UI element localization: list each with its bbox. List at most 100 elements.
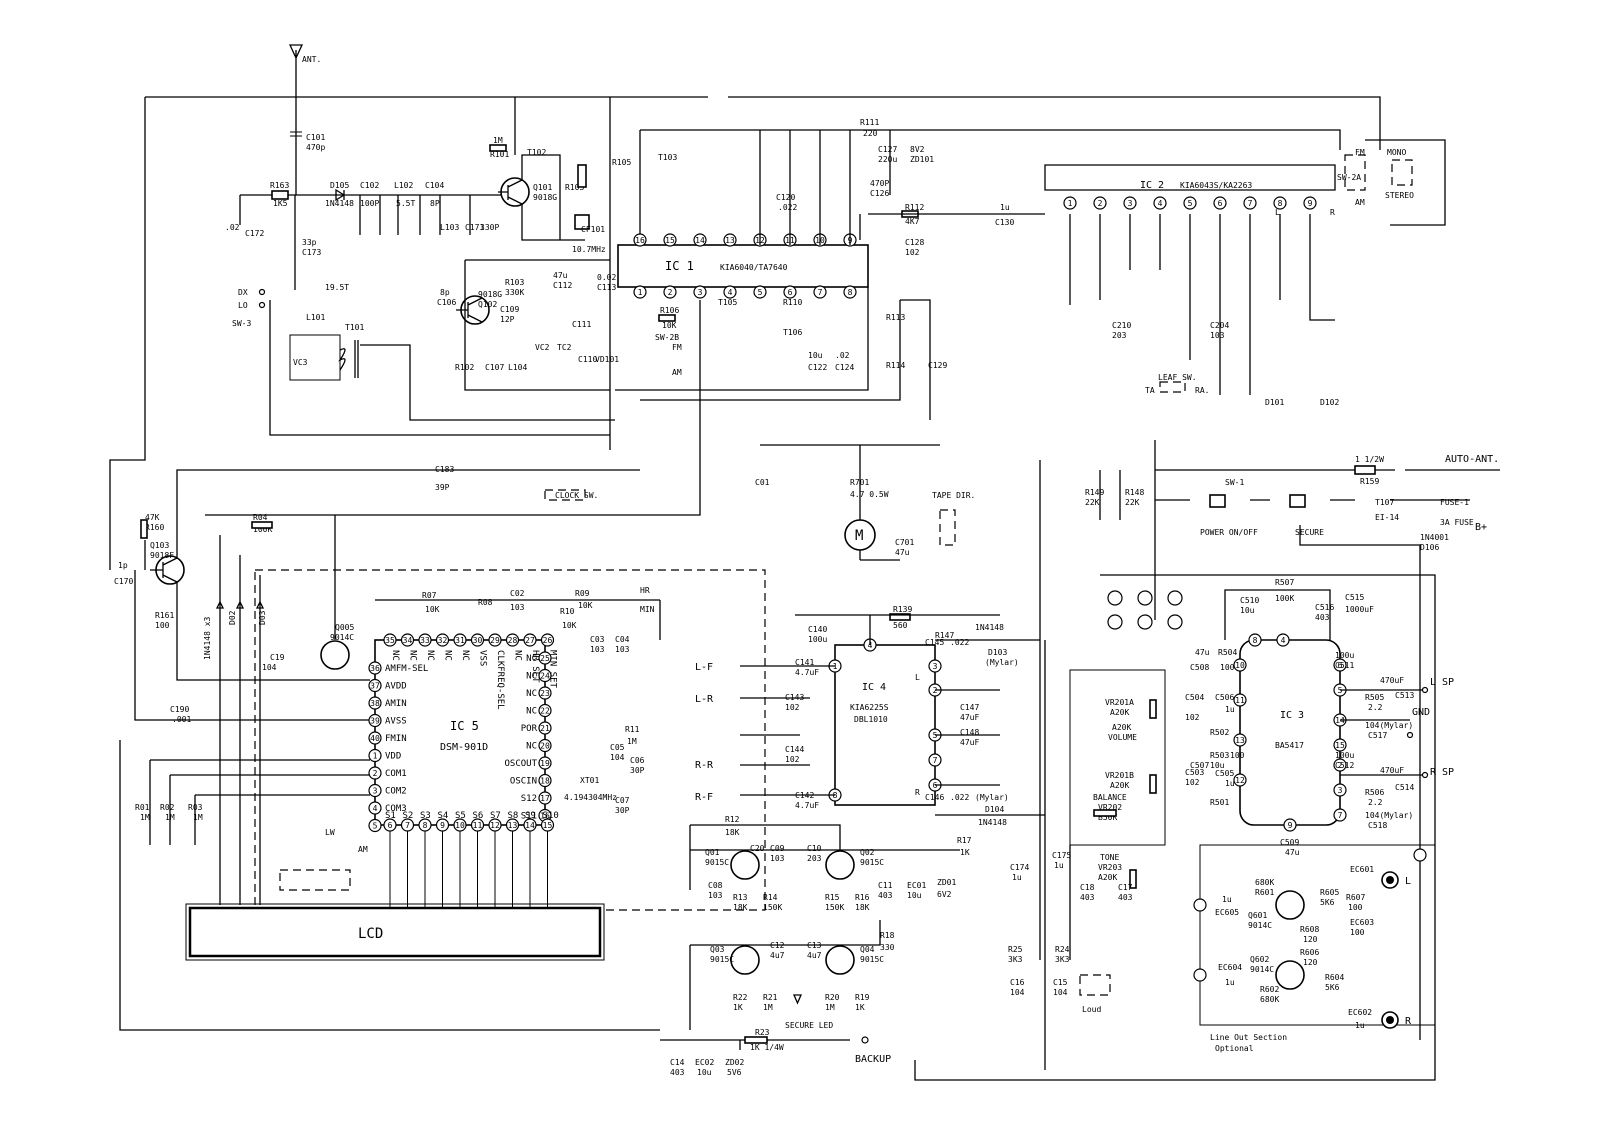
- c512-label: C512: [1335, 761, 1354, 770]
- ec02-value: 10u: [697, 1068, 712, 1077]
- r606-value: 120: [1303, 958, 1318, 967]
- ic5-pin-15: 15: [540, 818, 555, 832]
- c14-value: 403: [670, 1068, 685, 1077]
- c12-value: 4u7: [770, 951, 785, 960]
- ic1-pin-14: 14: [693, 233, 707, 247]
- motor-label: M: [855, 528, 863, 544]
- c515-label: C515: [1345, 593, 1364, 602]
- ic5-pin-24: 24: [538, 668, 552, 683]
- sw2b-label: SW-2B: [655, 333, 679, 342]
- ic5-pin-9-name: S4: [438, 811, 449, 821]
- c16-value: 104: [1010, 988, 1025, 997]
- ic5-pin-38-name: AMIN: [385, 699, 407, 709]
- sw3-dx-lo: DX LO SW-3: [232, 288, 266, 328]
- gnd-label: GND: [1412, 707, 1430, 718]
- ic5-pin-17-name: S12: [521, 794, 537, 804]
- r24-label: R24: [1055, 945, 1070, 954]
- r17-value: 1K: [960, 848, 970, 857]
- r503-label: R503: [1210, 751, 1229, 760]
- c171-value: 330P: [480, 223, 499, 232]
- vr202-value: B50K: [1098, 813, 1117, 822]
- c506-value: 1u: [1225, 705, 1235, 714]
- c514-value: 470uF: [1380, 766, 1404, 775]
- sw2a-label: SW-2A: [1337, 173, 1361, 182]
- c190-label: C190: [170, 705, 189, 714]
- ic5-pin-28-number: 28: [508, 636, 518, 645]
- q103-label: Q103: [150, 541, 169, 550]
- n195t-label: 19.5T: [325, 283, 349, 292]
- c171-label: C171: [465, 223, 484, 232]
- ic1-pin-15-number: 15: [665, 236, 675, 245]
- t102-label: T102: [527, 148, 546, 157]
- ic5-pin-31-name: NC: [460, 650, 470, 661]
- ic2-pin-3: 3: [1123, 196, 1137, 210]
- r01-value: 1M: [140, 813, 150, 822]
- c19-value: 104: [262, 663, 277, 672]
- ec02-label: EC02: [695, 1058, 714, 1067]
- zd01-label: ZD01: [937, 878, 956, 887]
- ec603-label: EC603: [1350, 918, 1374, 927]
- mono-label: MONO: [1387, 148, 1406, 157]
- ic3-pin-11: 11: [1233, 693, 1247, 707]
- r18-value: 330: [880, 943, 895, 952]
- ic5-pin-39-name: AVSS: [385, 717, 407, 727]
- sw2b-fm: FM: [672, 343, 682, 352]
- c511-value: 100u: [1335, 651, 1354, 660]
- c08-value: 103: [708, 891, 723, 900]
- c173-label: C173: [302, 248, 321, 257]
- r149-value: 22K: [1085, 498, 1100, 507]
- ic5-pin-15-number: 15: [543, 821, 553, 830]
- r15-label: R15: [825, 893, 840, 902]
- ic5-pin-40: 40: [368, 731, 382, 745]
- l101-label: L101: [306, 313, 325, 322]
- ic5-pin-7-name: S2: [403, 811, 414, 821]
- l104-label: L104: [508, 363, 527, 372]
- zd101-label: ZD101: [910, 155, 934, 164]
- ic2-pin-2: 2: [1093, 196, 1107, 210]
- ic4-pin-3: 3: [928, 659, 942, 673]
- ic3-pin-7: 7: [1333, 808, 1347, 822]
- ic1-part: KIA6040/TA7640: [720, 263, 788, 272]
- d103-label: D103: [988, 648, 1007, 657]
- c124-label: C124: [835, 363, 854, 372]
- ic5-pin-11-number: 11: [473, 821, 483, 830]
- r159-label: R159: [1360, 477, 1379, 486]
- c516-value: 403: [1315, 613, 1330, 622]
- c148-value: 47uF: [960, 738, 979, 747]
- ic5-pin-13-number: 13: [508, 821, 518, 830]
- xt01-value: 4.194304MHz: [564, 793, 617, 802]
- ic2-pin-5-number: 5: [1188, 199, 1193, 208]
- r04-label: R04: [253, 513, 268, 522]
- c20-label: C20: [750, 844, 765, 853]
- t103-label: T103: [658, 153, 677, 162]
- ic3-pin-12: 12: [1233, 773, 1247, 787]
- d105-value: 1N4148: [325, 199, 354, 208]
- c05-label: C05: [610, 743, 625, 752]
- ic5-pin-4-number: 4: [373, 804, 378, 813]
- ground-symbols: [1107, 590, 1183, 630]
- fuse-value: 3A FUSE: [1440, 518, 1474, 527]
- q01-part: 9015C: [705, 858, 729, 867]
- ic5-name: IC 5: [450, 719, 479, 733]
- c507-label: C507: [1190, 761, 1209, 770]
- c170-value: 1p: [118, 561, 128, 570]
- c504-label: C504: [1185, 693, 1204, 702]
- ic2-pin-9: 9: [1303, 196, 1317, 210]
- c18-value: 403: [1080, 893, 1095, 902]
- c124-value: .02: [835, 351, 850, 360]
- c04-value: 103: [615, 645, 630, 654]
- ic5-pin-18: 18: [538, 773, 552, 788]
- ic1-pin-6-number: 6: [788, 288, 793, 297]
- c509-label: C509: [1280, 838, 1299, 847]
- ic2-pin-8-number: 8: [1278, 199, 1283, 208]
- r08-label: R08: [478, 598, 493, 607]
- c106-value: 8p: [440, 288, 450, 297]
- r111-label: R111: [860, 118, 879, 127]
- backup-label: BACKUP: [855, 1054, 891, 1065]
- r601-label: R601: [1255, 888, 1274, 897]
- q602-part: 9014C: [1250, 965, 1274, 974]
- ic5-pin-37: 37: [368, 678, 382, 693]
- q04-part: 9015C: [860, 955, 884, 964]
